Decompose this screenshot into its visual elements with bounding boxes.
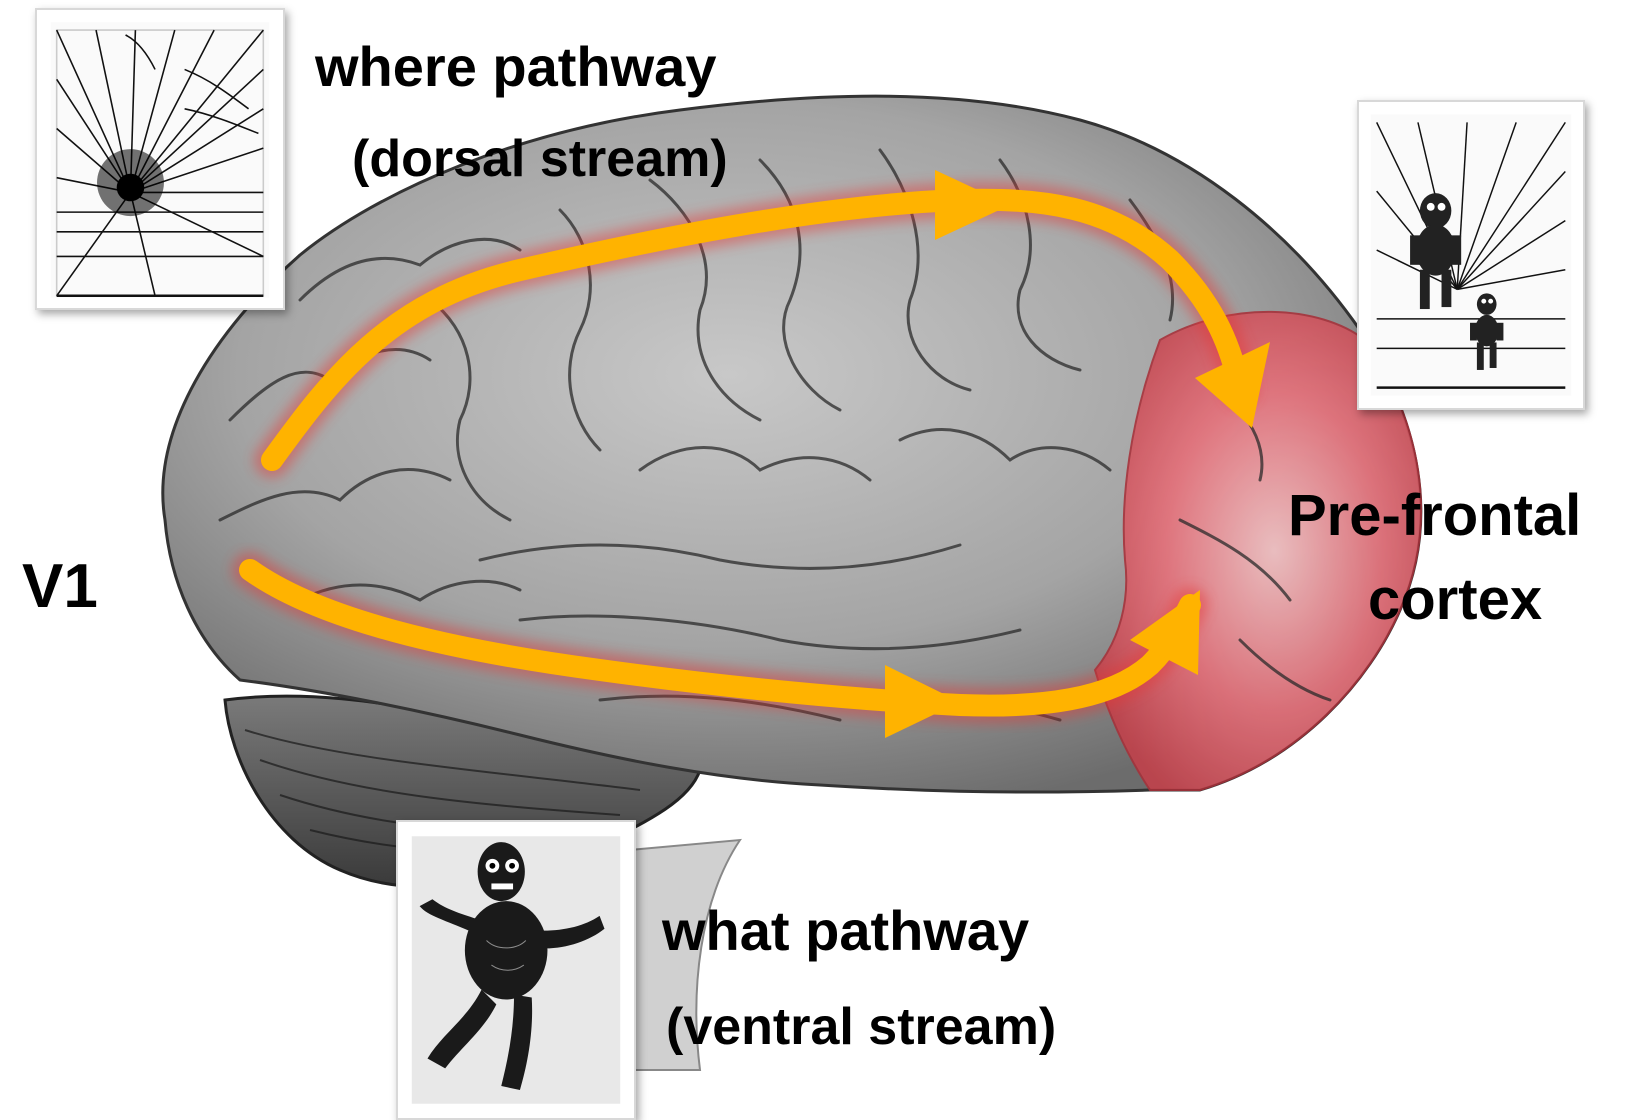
corridor-perspective-icon bbox=[37, 10, 283, 308]
prefrontal-label-line1: Pre-frontal bbox=[1288, 484, 1581, 549]
corridor-with-monsters-icon bbox=[1359, 102, 1583, 408]
what-pathway-title: what pathway bbox=[662, 900, 1029, 963]
where-pathway-title: where pathway bbox=[315, 36, 716, 99]
where-pathway-subtitle: (dorsal stream) bbox=[352, 130, 728, 188]
monster-figure-icon bbox=[398, 822, 634, 1118]
prefrontal-image bbox=[1357, 100, 1585, 410]
where-pathway-image bbox=[35, 8, 285, 310]
prefrontal-label-line2: cortex bbox=[1368, 568, 1542, 633]
what-pathway-subtitle: (ventral stream) bbox=[666, 998, 1056, 1056]
v1-label: V1 bbox=[22, 552, 98, 621]
what-pathway-image bbox=[396, 820, 636, 1120]
